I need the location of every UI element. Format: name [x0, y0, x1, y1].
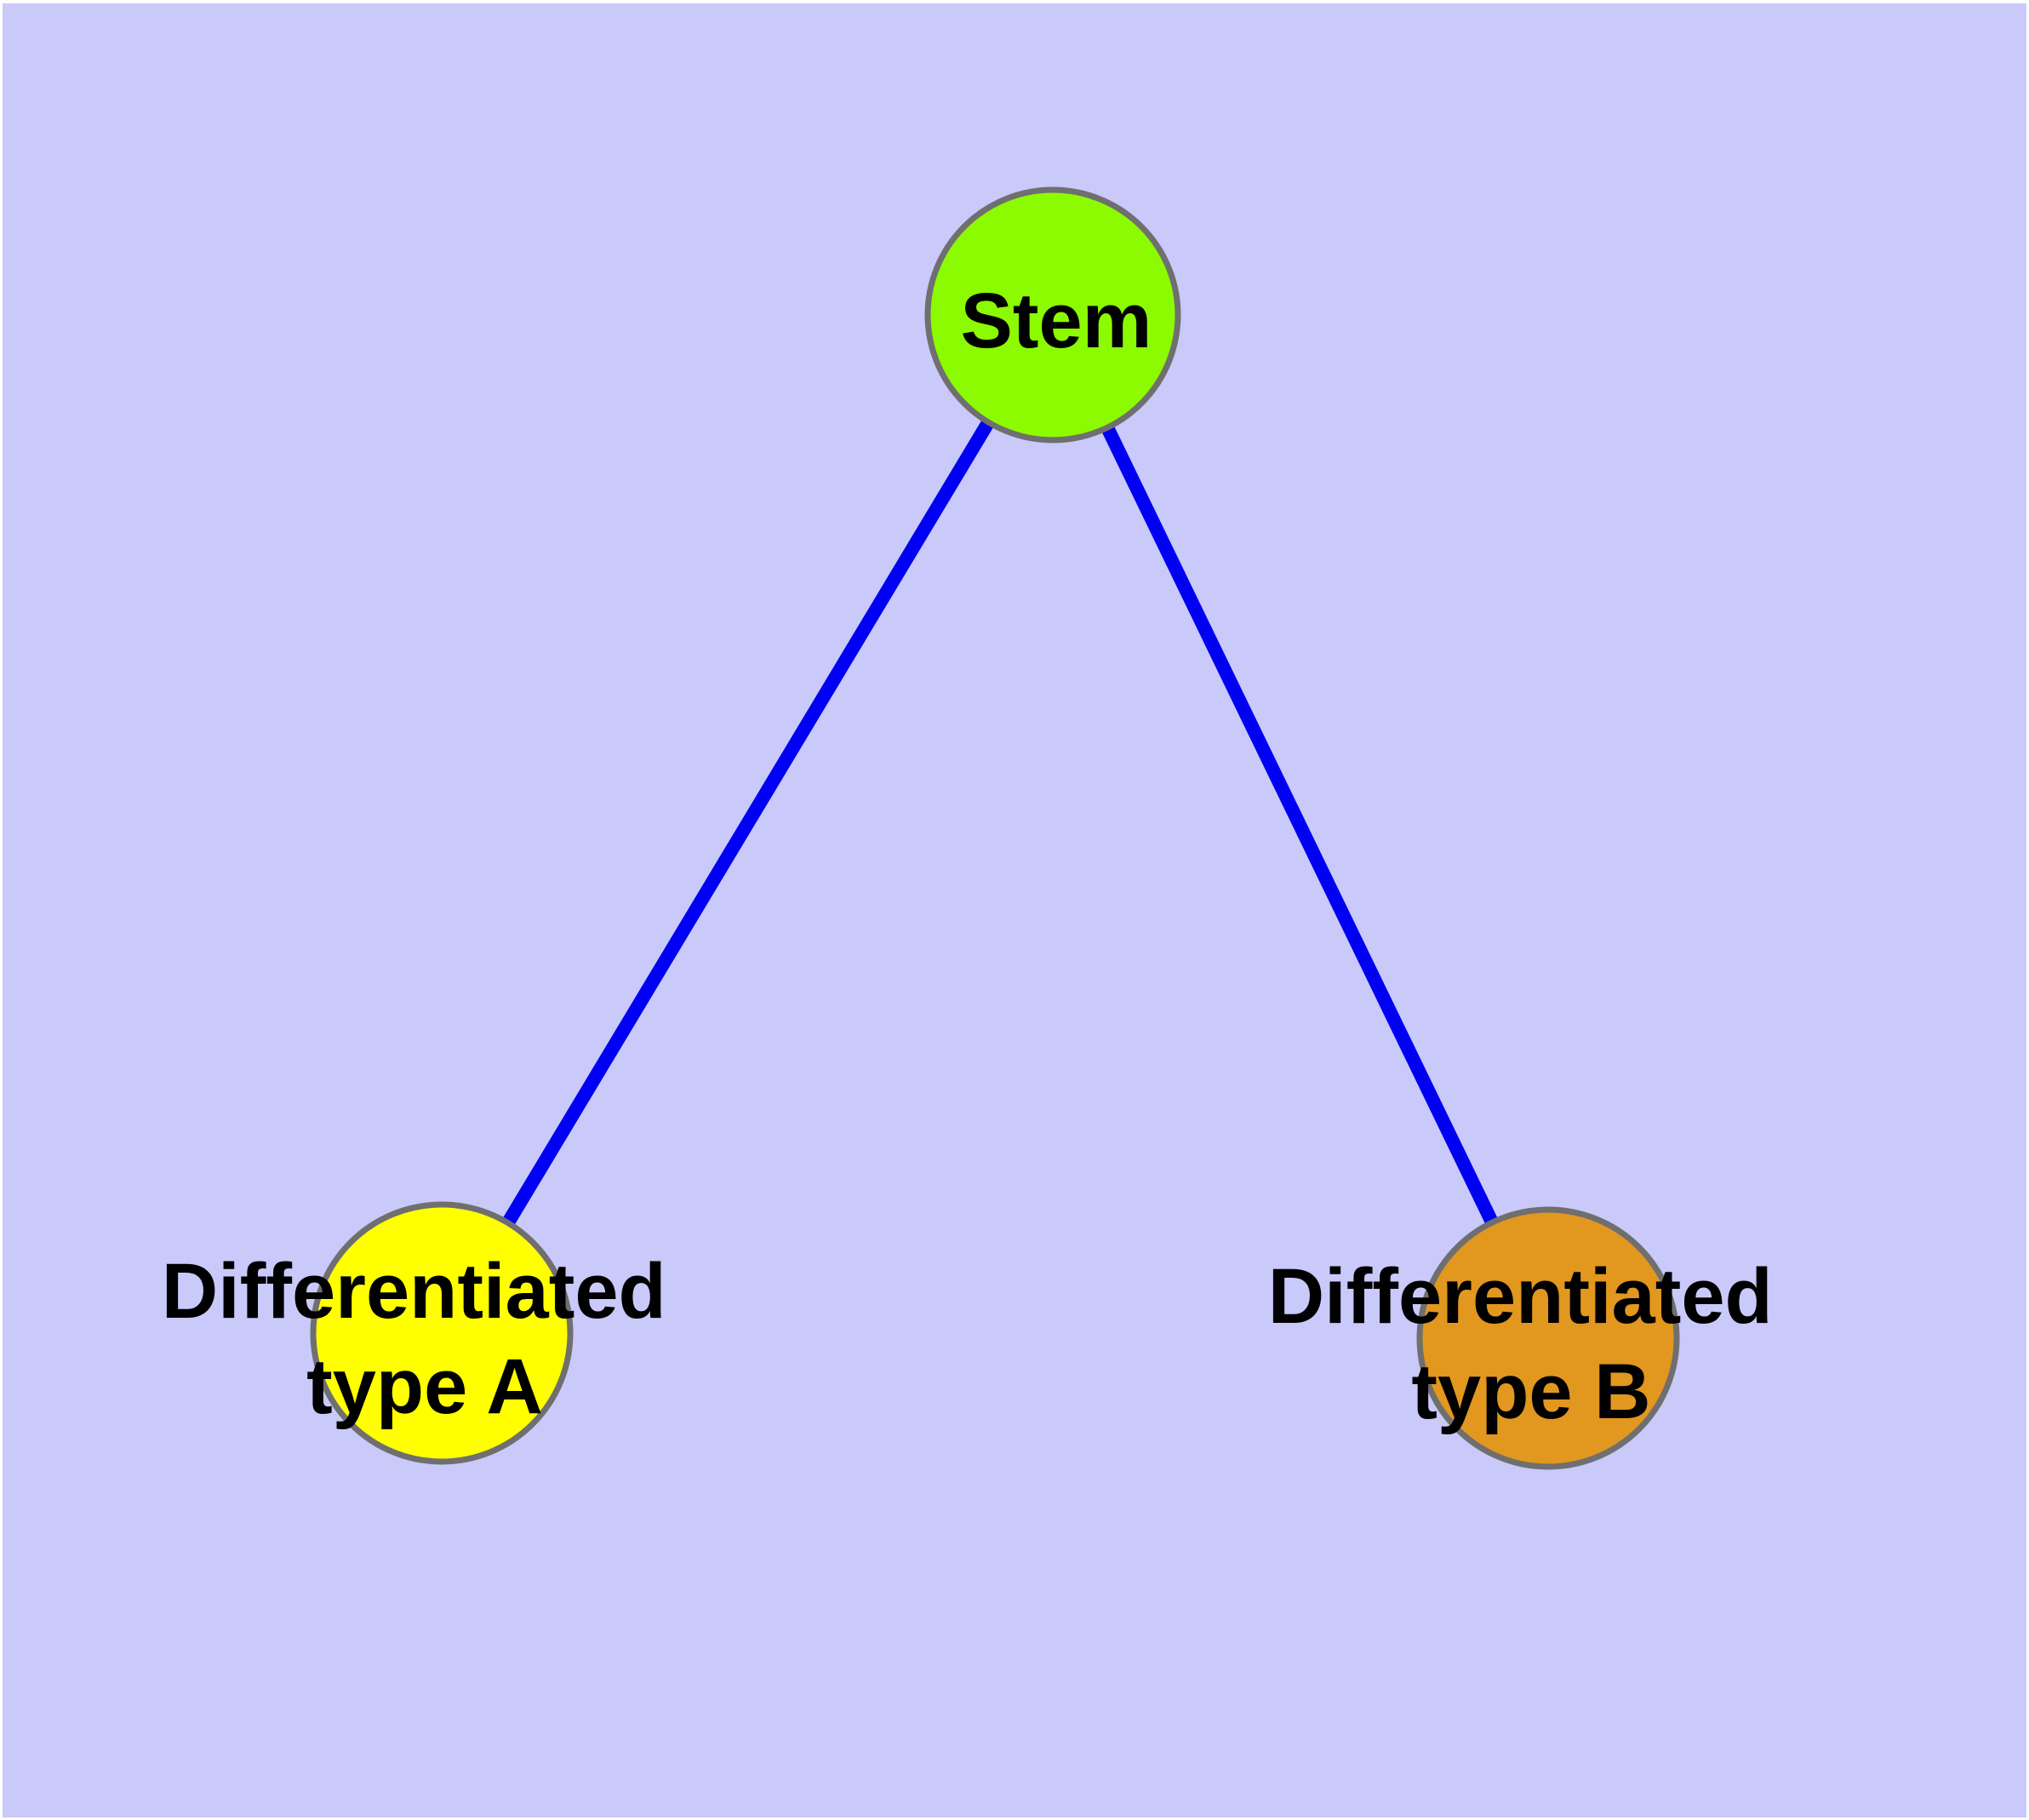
- node-type-b-label-line2: type B: [1411, 1348, 1650, 1435]
- node-type-a: [310, 1201, 574, 1465]
- node-type-a-label: Differentiated type A: [162, 1248, 689, 1430]
- node-type-b-label-line1: Differentiated: [1268, 1253, 1773, 1340]
- node-stem-label: Stem: [961, 278, 1152, 364]
- edge-stem-to-type-b: [1046, 312, 1555, 1342]
- node-stem: [924, 186, 1181, 444]
- node-type-b: [1416, 1206, 1680, 1470]
- node-type-a-label-line1: Differentiated: [162, 1248, 666, 1335]
- node-type-a-label-line2: type A: [306, 1343, 543, 1430]
- node-type-b-label: Differentiated type B: [1268, 1253, 1795, 1435]
- edge-stem-to-type-a: [436, 311, 1059, 1337]
